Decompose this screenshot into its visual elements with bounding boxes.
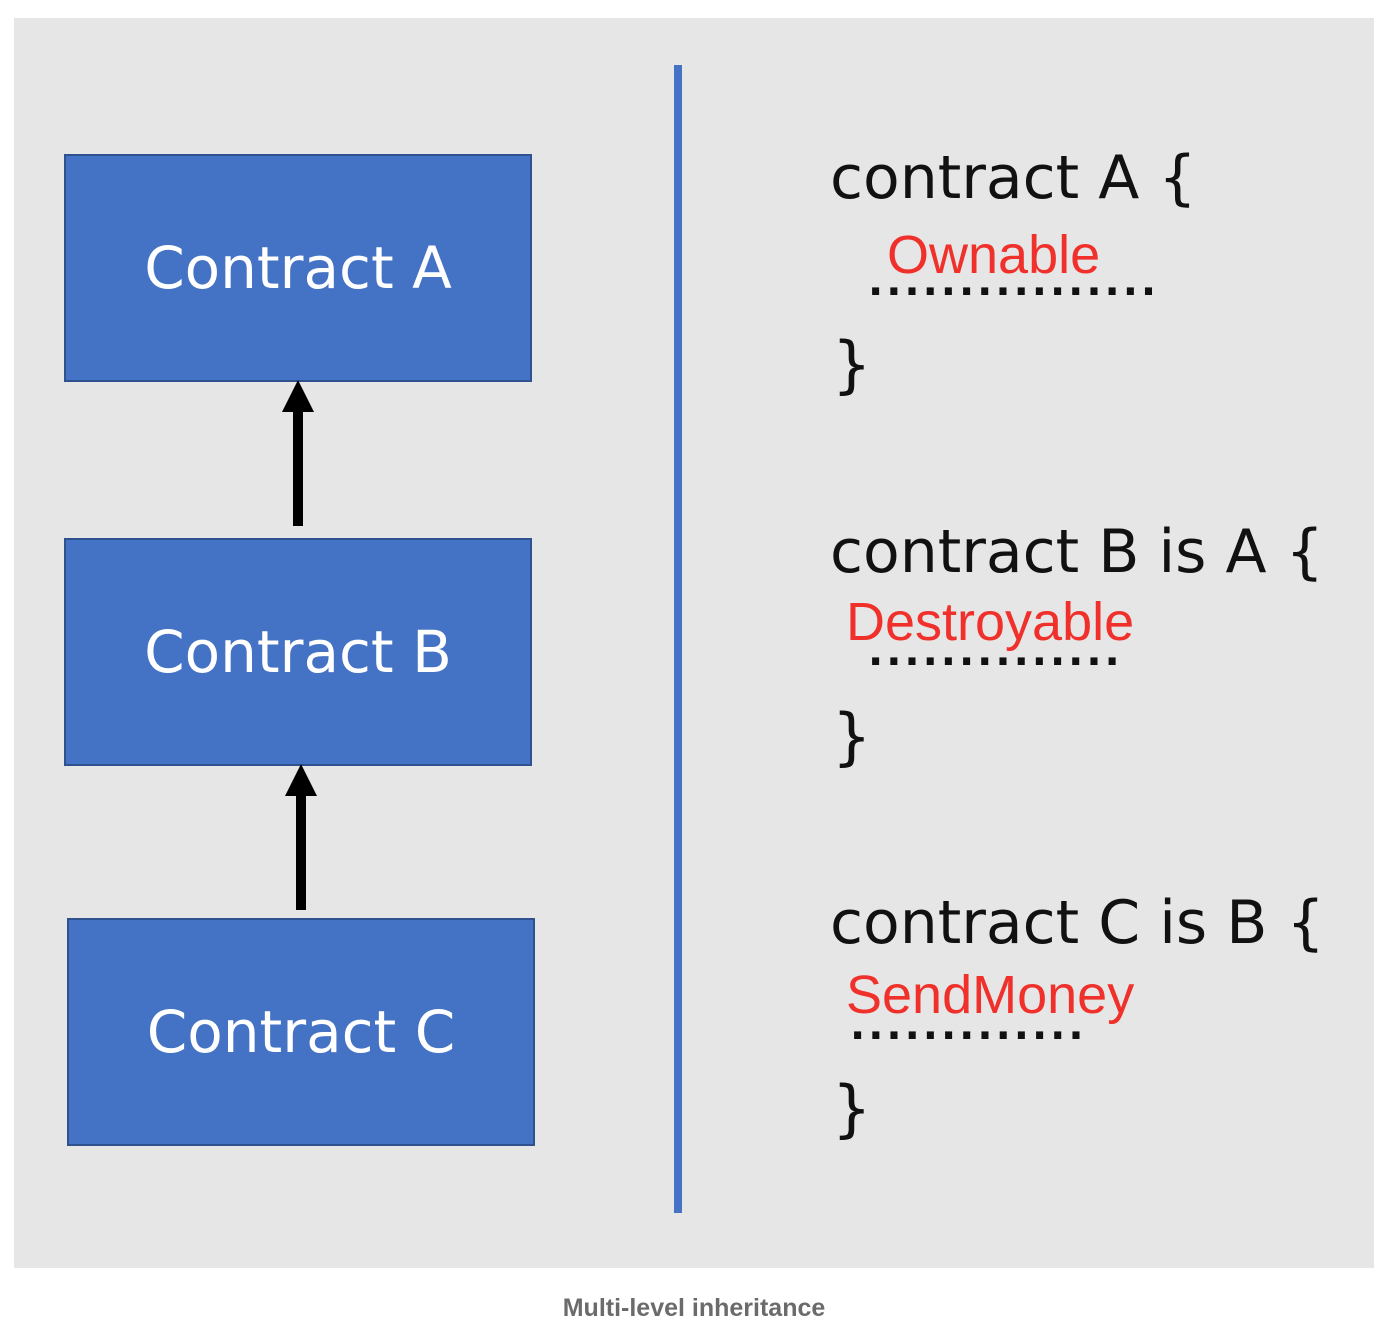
contract-a-label: Contract A — [144, 234, 452, 302]
contract-a-member: Ownable — [887, 225, 1101, 285]
contract-c-box: Contract C — [67, 918, 535, 1146]
contract-b-body-dots: .............. — [868, 629, 1123, 675]
contract-a-body-dots: ................ — [868, 259, 1160, 305]
contract-a-declaration: contract A { — [830, 143, 1197, 213]
arrow-c-to-b — [285, 764, 317, 910]
contract-b-member: Destroyable — [846, 592, 1135, 652]
contract-c-closing-brace: } — [832, 1072, 872, 1145]
contract-c-label: Contract C — [146, 998, 456, 1066]
figure-caption: Multi-level inheritance — [562, 1294, 826, 1322]
contract-b-box: Contract B — [64, 538, 532, 766]
contract-c-body-dots: ............. — [850, 1003, 1087, 1049]
arrow-b-to-a — [282, 380, 314, 526]
contract-a-box: Contract A — [64, 154, 532, 382]
contract-b-closing-brace: } — [832, 700, 872, 773]
contract-b-declaration: contract B is A { — [830, 517, 1324, 587]
contract-c-declaration: contract C is B { — [830, 888, 1325, 958]
contract-b-label: Contract B — [144, 618, 452, 686]
vertical-divider — [674, 65, 682, 1213]
contract-a-closing-brace: } — [832, 328, 872, 401]
contract-c-member: SendMoney — [846, 965, 1135, 1025]
